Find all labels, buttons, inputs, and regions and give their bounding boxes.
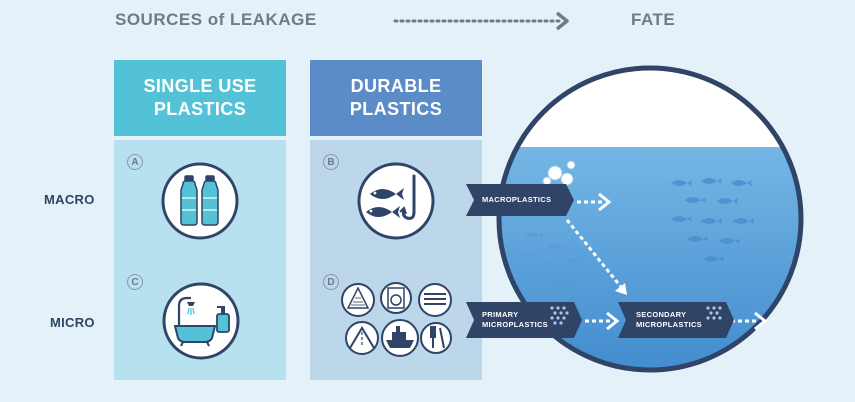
cell-a-marker: A [127,154,143,170]
single-use-plastics-header: SINGLE USE PLASTICS [114,60,286,136]
cell-d-marker: D [323,274,339,290]
fate-heading: FATE [631,10,676,29]
plastic-bottles-icon [161,162,239,240]
durable-plastics-header: DURABLE PLASTICS [310,60,482,136]
ocean-circle [496,65,804,373]
secondary-microplastics-banner-shape [618,302,734,338]
macro-row-label: MACRO [44,192,95,207]
micro-row-label: MICRO [50,315,95,330]
primary-microplastics-banner-shape [466,302,582,338]
cell-b-marker: B [323,154,339,170]
sources-of-leakage-heading: SOURCES of LEAKAGE [115,10,317,29]
macroplastics-banner-shape [466,184,574,216]
header-arrow [393,11,569,31]
primary-microplastics-label: PRIMARY MICROPLASTICS [482,310,548,329]
fishing-fish-hook-icon [357,162,435,240]
secondary-microplastics-label: SECONDARY MICROPLASTICS [636,310,702,329]
bathroom-cosmetics-icon [162,282,240,360]
durable-goods-cluster-icon [341,282,452,357]
cell-c-marker: C [127,274,143,290]
macroplastics-label: MACROPLASTICS [482,195,552,204]
